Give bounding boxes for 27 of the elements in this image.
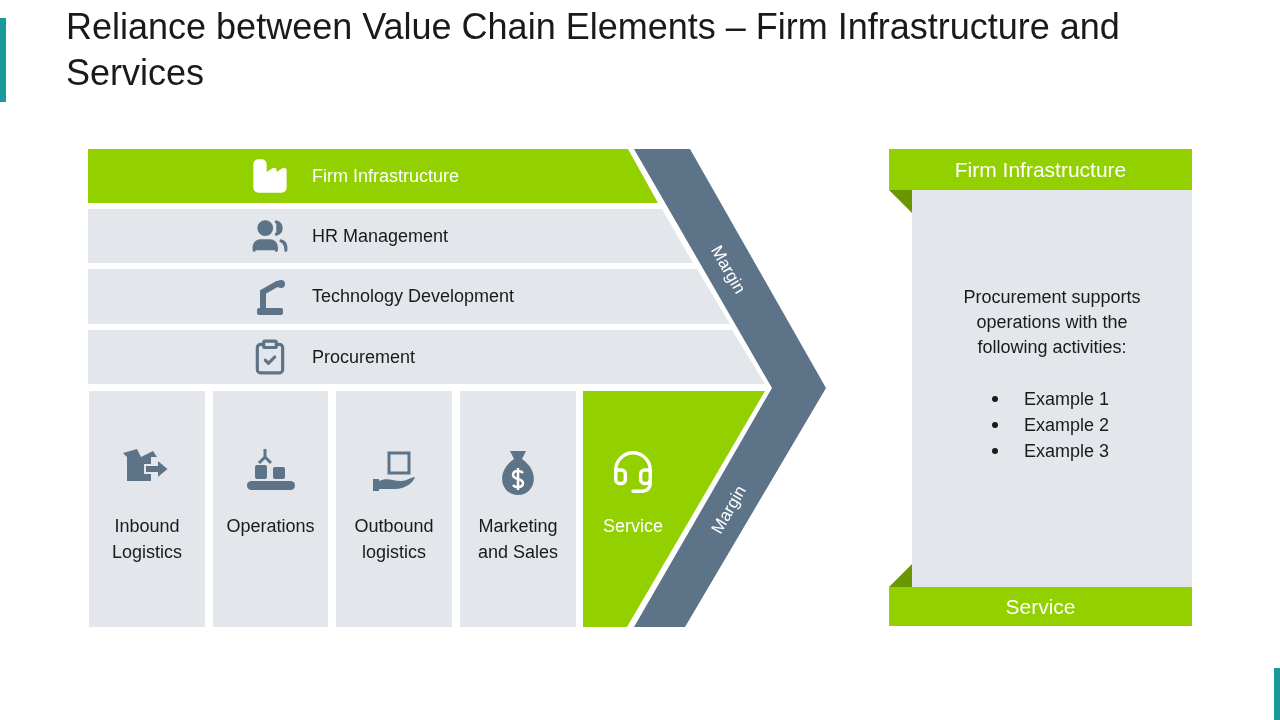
activity-label: Firm Infrastructure bbox=[312, 164, 460, 188]
bullet-item: Example 1 bbox=[1024, 388, 1110, 411]
band-label: Firm Infrastructure bbox=[954, 156, 1127, 183]
activity-label: HR Management bbox=[312, 224, 449, 248]
activity-label: Procurement bbox=[312, 345, 416, 369]
band-label: Service bbox=[1005, 593, 1076, 620]
activity-label: Operations bbox=[225, 515, 316, 538]
card-text: Procurement supports operations with the following activities: bbox=[962, 286, 1142, 359]
highlighted-activity-band bbox=[88, 149, 658, 203]
bullet-item: Example 2 bbox=[1024, 414, 1110, 437]
activity-band bbox=[88, 209, 693, 263]
activity-label: Service bbox=[602, 515, 664, 538]
activity-column bbox=[89, 391, 205, 627]
activity-label: Outbound logistics bbox=[353, 515, 435, 564]
highlighted-activity-column bbox=[583, 391, 765, 627]
activity-column bbox=[213, 391, 328, 627]
activity-band bbox=[88, 330, 765, 384]
info-card bbox=[912, 190, 1192, 587]
activity-label: Marketing and Sales bbox=[476, 515, 560, 564]
activity-column bbox=[460, 391, 576, 627]
activity-column bbox=[336, 391, 452, 627]
bullet-item: Example 3 bbox=[1024, 440, 1110, 463]
activity-label: Technology Development bbox=[312, 285, 515, 308]
header-band bbox=[889, 149, 1192, 190]
header-band bbox=[889, 587, 1192, 626]
activity-label: Inbound Logistics bbox=[111, 515, 183, 564]
slide-title: Reliance between Value Chain Elements – Firm Infrastructure and Services bbox=[66, 5, 1121, 95]
